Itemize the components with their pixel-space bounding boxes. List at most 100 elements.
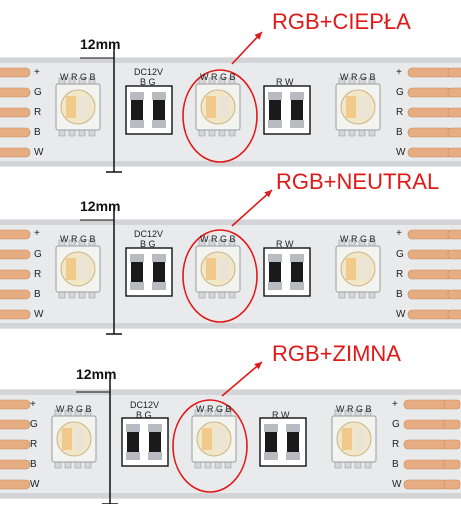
strip-1-width-label: 12mm [80, 36, 121, 52]
copper-pad-left [0, 249, 31, 260]
strip-1-left-sign-r: R [34, 107, 42, 118]
strip-2-title: RGB+NEUTRAL [276, 169, 440, 194]
resistor-cap-top [126, 424, 140, 432]
copper-pad-left [0, 459, 31, 470]
strip-3-left-sign-w: W [30, 479, 40, 490]
copper-pad-right [407, 67, 453, 78]
copper-pad-right [407, 107, 453, 118]
copper-pad-left [0, 439, 31, 450]
strip-edge-bottom [0, 493, 461, 498]
copper-pad-right [407, 309, 453, 320]
strip-2-led-3-pins: W R G B [340, 234, 376, 244]
resistor-cap-bottom [148, 452, 162, 460]
resistor-body [153, 262, 165, 282]
resistor-cap-bottom [152, 282, 166, 290]
copper-pad-far-right [447, 87, 461, 98]
strip-1-title: RGB+CIEPŁA [272, 9, 411, 34]
strip-3-left-sign-plus: + [30, 399, 36, 410]
copper-pad-left [0, 87, 31, 98]
strip-1-left-sign-g: G [34, 87, 42, 98]
strip-2-right-sign-plus: + [396, 228, 402, 239]
strip-3-right-sign-g: G [392, 419, 400, 430]
strip-3-voltage-label: DC12V [130, 400, 160, 410]
copper-pad-left [0, 419, 31, 430]
strip-3-led-2-pins: W R G B [196, 404, 232, 414]
strip-edge-bottom [0, 161, 461, 166]
strip-1 [0, 31, 461, 173]
resistor-cap-top [130, 254, 144, 262]
strip-3-width-label: 12mm [76, 366, 117, 382]
strip-2-right-sign-r: R [396, 269, 404, 280]
strip-1-left-sign-b: B [34, 127, 41, 138]
copper-pad-left [0, 289, 31, 300]
strip-1-left-sign-w: W [34, 147, 44, 158]
strip-edge-bottom [0, 323, 461, 328]
copper-pad-right [403, 459, 449, 470]
strip-3-left-sign-g: G [30, 419, 38, 430]
strip-1-resistor-a-pins: B G [140, 77, 156, 87]
strip-edge-top [0, 390, 461, 395]
strip-2 [0, 189, 461, 335]
strip-3-resistor-a-pins: B G [136, 410, 152, 420]
strip-3-left-sign-b: B [30, 459, 37, 470]
copper-pad-right [403, 399, 449, 410]
resistor-body [149, 432, 161, 452]
resistor-body [269, 262, 281, 282]
copper-pad-far-right [443, 479, 461, 490]
resistor-cap-top [148, 424, 162, 432]
highlight-circle [182, 69, 258, 163]
copper-pad-left [0, 399, 31, 410]
strip-1-led-1-pins: W R G B [60, 72, 96, 82]
resistor-cap-bottom [264, 452, 278, 460]
led-rgb-chip [78, 96, 90, 118]
strip-3-left-sign-r: R [30, 439, 38, 450]
strip-2-left-sign-b: B [34, 289, 41, 300]
arrow-head [264, 190, 272, 198]
resistor-body [131, 100, 143, 120]
copper-pad-right [407, 147, 453, 158]
strip-3-led-1-pins: W R G B [56, 404, 92, 414]
copper-pad-far-right [447, 249, 461, 260]
resistor-body [291, 100, 303, 120]
resistor-body [287, 432, 299, 452]
arrow-line [221, 361, 263, 397]
strip-1-right-sign-plus: + [396, 67, 402, 78]
highlight-circle [182, 229, 258, 323]
strip-1-left-sign-plus: + [34, 67, 40, 78]
led-rgb-chip [218, 96, 230, 118]
led-phosphor [206, 96, 216, 118]
arrow-line [231, 189, 273, 227]
resistor-cap-bottom [152, 120, 166, 128]
strip-2-led-2-pins: W R G B [200, 234, 236, 244]
copper-pad-far-right [447, 147, 461, 158]
copper-pad-far-right [443, 459, 461, 470]
copper-pad-far-right [447, 229, 461, 240]
strip-3-right-sign-w: W [392, 479, 402, 490]
strip-2-right-sign-g: G [396, 249, 404, 260]
strip-edge-top [0, 58, 461, 63]
strip-1-led-3-pins: W R G B [340, 72, 376, 82]
strip-1-right-sign-b: B [396, 127, 403, 138]
led-phosphor [66, 258, 76, 280]
resistor-body [265, 432, 277, 452]
resistor-body [131, 262, 143, 282]
strip-2-led-1-pins: W R G B [60, 234, 96, 244]
resistor-cap-top [290, 92, 304, 100]
copper-pad-far-right [447, 269, 461, 280]
resistor-cap-bottom [290, 120, 304, 128]
resistor-cap-top [268, 92, 282, 100]
copper-pad-far-right [447, 309, 461, 320]
resistor-cap-bottom [268, 120, 282, 128]
strip-edge-top [0, 220, 461, 225]
strip-3-right-sign-plus: + [392, 399, 398, 410]
led-phosphor [66, 96, 76, 118]
strip-3-title: RGB+ZIMNA [272, 341, 401, 366]
resistor-body [291, 262, 303, 282]
copper-pad-right [407, 289, 453, 300]
copper-pad-right [407, 269, 453, 280]
led-phosphor [62, 428, 72, 450]
resistor-cap-bottom [286, 452, 300, 460]
copper-pad-right [403, 419, 449, 430]
led-rgb-chip [214, 428, 226, 450]
strip-1-voltage-label: DC12V [134, 67, 164, 77]
